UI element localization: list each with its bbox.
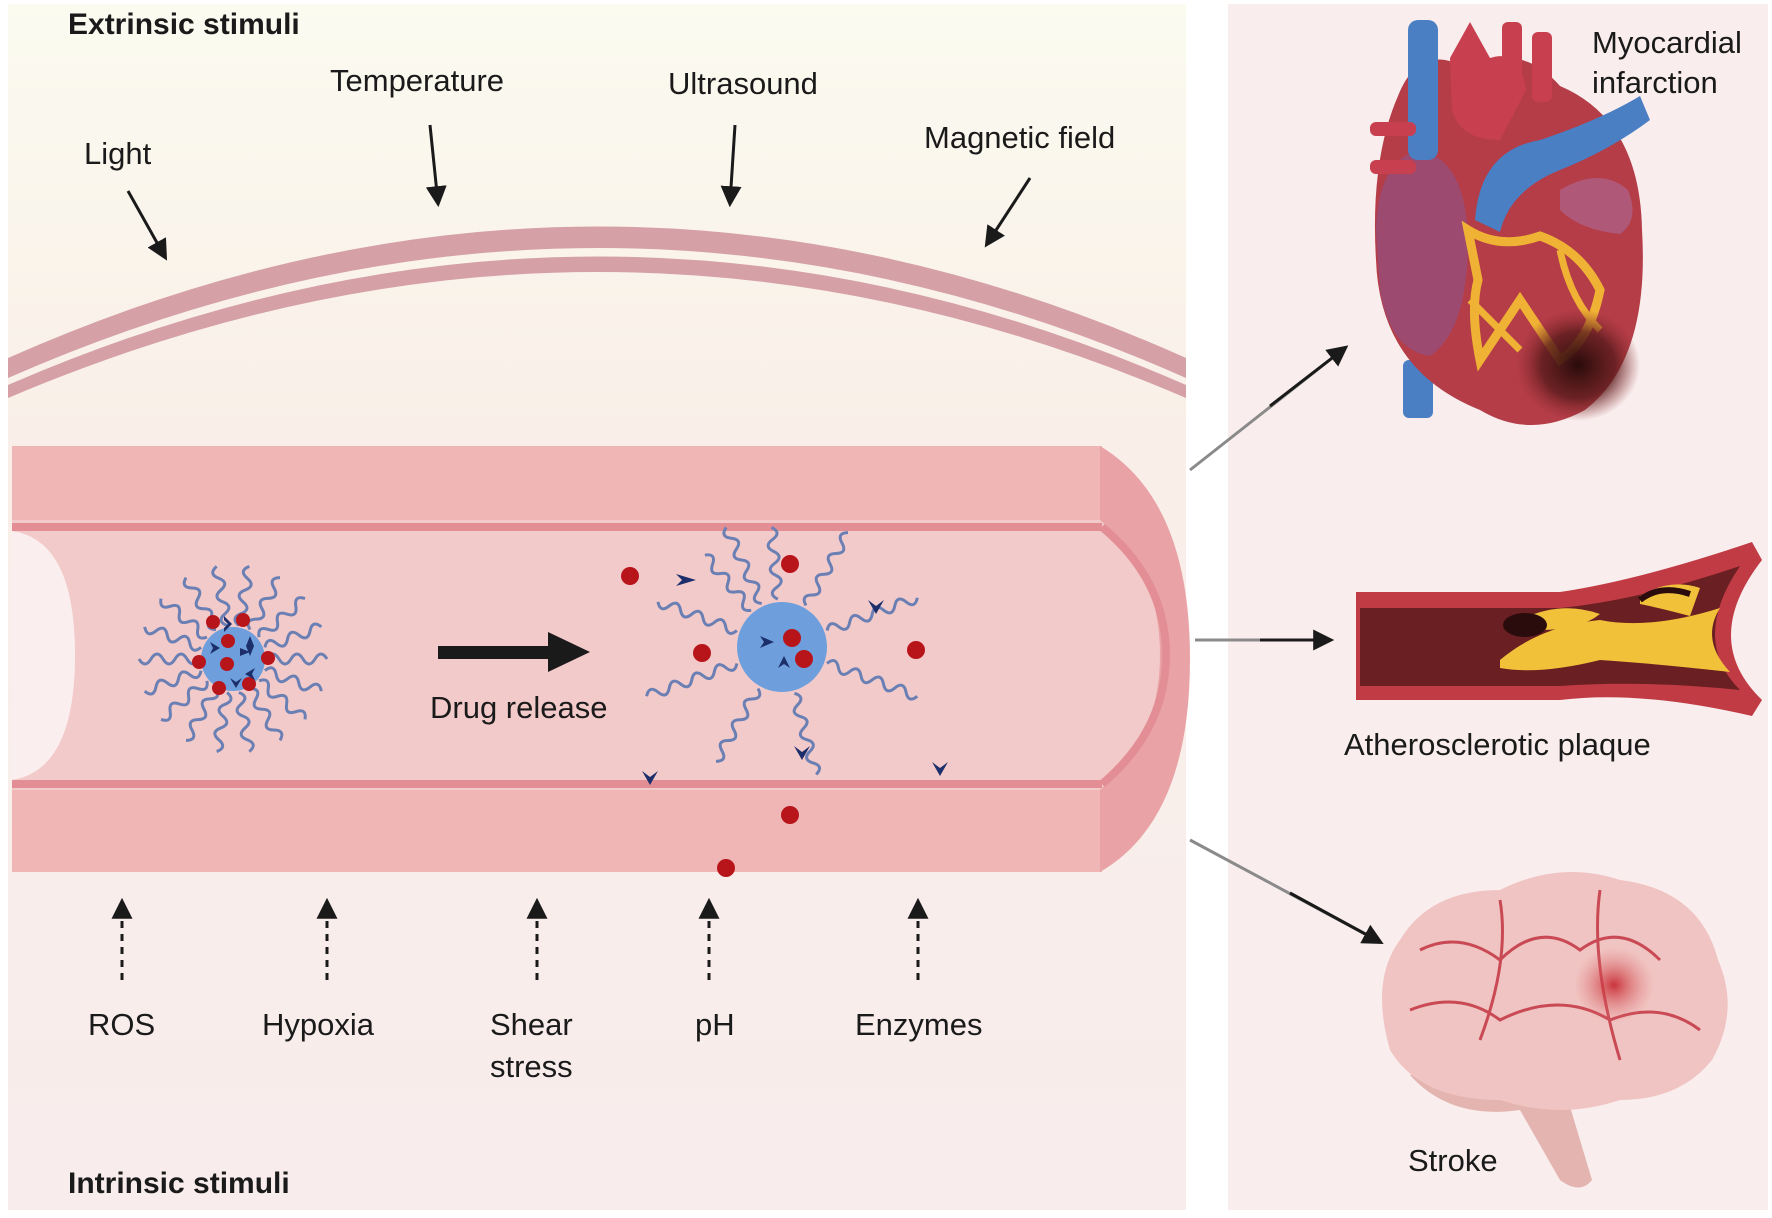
stimulus-ph: pH (695, 1007, 735, 1042)
polymer-chain (211, 565, 231, 627)
polymer-chain (656, 601, 738, 635)
outcome-arrows (1189, 345, 1384, 945)
released-drugs (621, 555, 925, 877)
drug-release-arrow (438, 632, 590, 672)
drug-release-label: Drug release (430, 690, 607, 725)
stimulus-hypoxia: Hypoxia (262, 1007, 375, 1042)
extrinsic-arrows (126, 124, 1032, 261)
stimulus-temperature: Temperature (330, 63, 504, 98)
stimulus-light: Light (84, 136, 152, 171)
plaque-label: Atherosclerotic plaque (1344, 727, 1651, 762)
polymer-chain (246, 576, 281, 631)
polymer-chain (825, 597, 919, 631)
polymer-chain (722, 526, 762, 605)
polymer-chain (159, 598, 208, 640)
polymer-chain (826, 659, 919, 701)
tissue-band-outer (8, 226, 1186, 378)
polymer-chain (264, 666, 323, 692)
stroke-label: Stroke (1408, 1143, 1498, 1178)
extrinsic-title: Extrinsic stimuli (68, 8, 300, 41)
stimulus-shear-line2: stress (490, 1049, 573, 1084)
polymer-chain (137, 652, 201, 666)
stimulus-ultrasound: Ultrasound (668, 66, 818, 101)
polymer-chain (263, 622, 323, 648)
heart-icon (1370, 20, 1650, 425)
polymer-chain (160, 680, 209, 722)
loaded-micelle (137, 565, 329, 753)
polymer-chain (235, 691, 255, 753)
brain-icon (1382, 872, 1728, 1188)
polymer-chain (249, 686, 284, 742)
stimulus-ros: ROS (88, 1007, 155, 1042)
stimulus-magnetic-field: Magnetic field (924, 120, 1115, 155)
polymer-chain (257, 596, 306, 638)
polymer-chain (258, 678, 307, 720)
polymer-chain (143, 670, 203, 696)
mi-label-line2: infarction (1592, 65, 1718, 100)
polymer-chain (766, 526, 783, 601)
polymer-chain (704, 553, 752, 612)
released-payload (642, 574, 948, 785)
polymer-chain (802, 531, 849, 607)
polymer-chain (185, 687, 220, 742)
artery-plaque-icon (1356, 542, 1762, 716)
released-micelle (645, 526, 919, 776)
tissue-band-inner (8, 256, 1186, 398)
stimulus-enzymes: Enzymes (855, 1007, 982, 1042)
intrinsic-title: Intrinsic stimuli (68, 1167, 290, 1200)
intrinsic-arrows (111, 897, 929, 980)
polymer-chain (792, 691, 822, 776)
polymer-chain (143, 626, 202, 652)
polymer-chain (213, 691, 233, 753)
polymer-chain (645, 663, 739, 697)
mi-label-line1: Myocardial (1592, 25, 1742, 60)
polymer-chain (265, 652, 329, 666)
polymer-chain (715, 687, 762, 763)
stimulus-shear-line1: Shear (490, 1007, 573, 1042)
